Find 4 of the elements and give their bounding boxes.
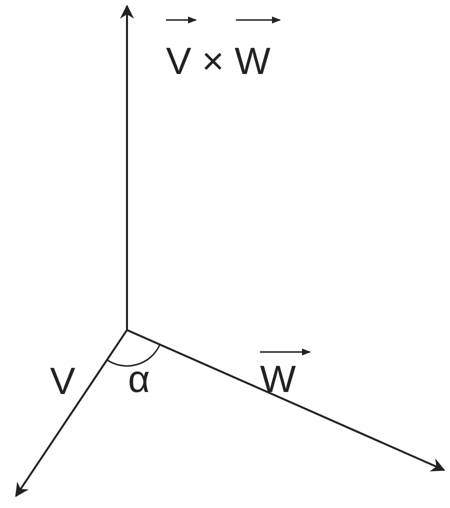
angle-label: α bbox=[128, 360, 150, 400]
vector-label: V × W bbox=[166, 42, 271, 82]
vector-label: V bbox=[50, 362, 76, 402]
vector-label: W bbox=[260, 360, 296, 400]
